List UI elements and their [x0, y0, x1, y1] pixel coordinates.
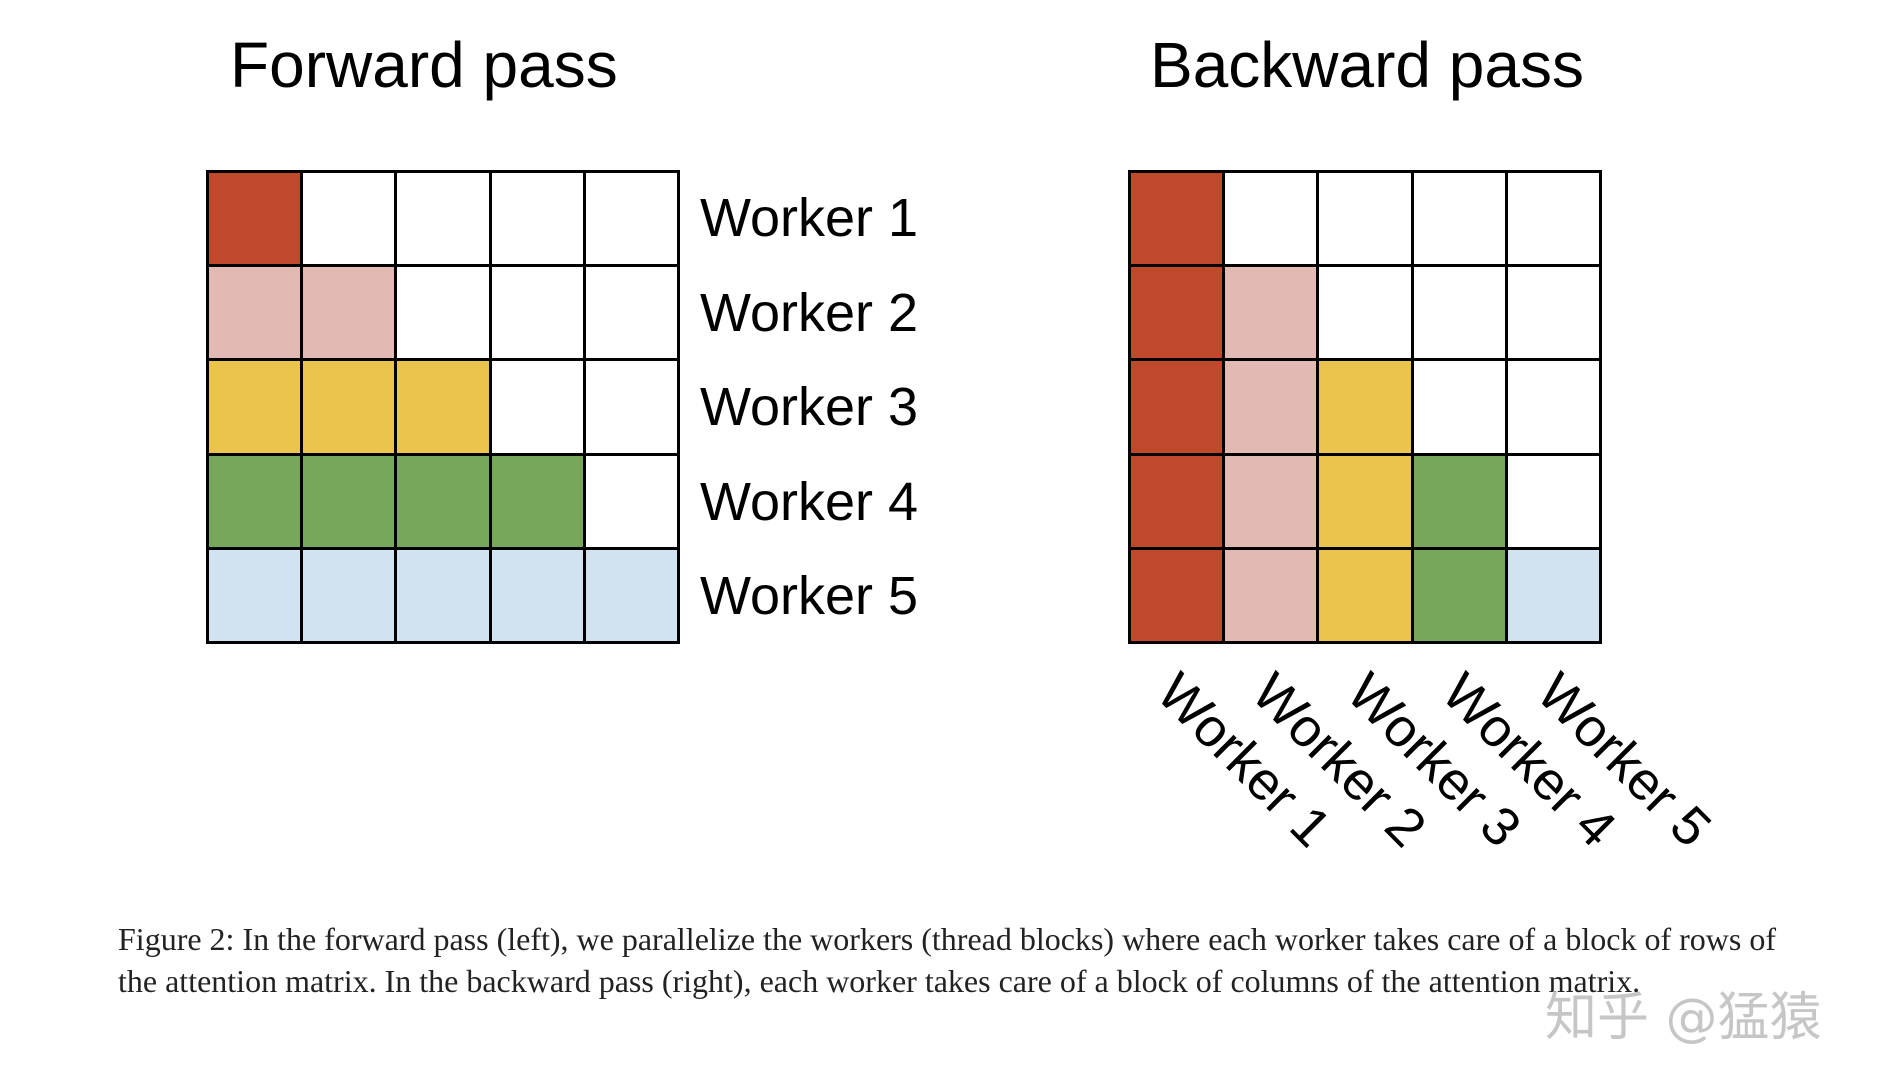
forward-cell-r5-c5 [585, 549, 677, 641]
forward-cell-r3-c1 [209, 361, 301, 453]
figure-caption: Figure 2: In the forward pass (left), we… [118, 921, 1776, 999]
forward-row-label-worker-1: Worker 1 [700, 188, 919, 248]
backward-cell-r5-c5 [1507, 549, 1599, 641]
backward-cell-r3-c5 [1507, 361, 1599, 453]
backward-cell-r1-c1 [1131, 173, 1223, 265]
backward-pass-title: Backward pass [1150, 29, 1584, 101]
forward-cell-r4-c2 [303, 455, 395, 547]
forward-cell-r2-c5 [585, 267, 677, 359]
backward-cell-r4-c2 [1225, 455, 1317, 547]
forward-row-label-worker-2: Worker 2 [700, 283, 919, 343]
backward-cell-r1-c4 [1413, 173, 1505, 265]
backward-cell-r1-c2 [1225, 173, 1317, 265]
forward-cell-r1-c5 [585, 173, 677, 265]
backward-cell-r4-c4 [1413, 455, 1505, 547]
forward-cell-r3-c4 [491, 361, 583, 453]
forward-cell-r2-c3 [397, 267, 489, 359]
forward-cell-r2-c4 [491, 267, 583, 359]
forward-cell-r3-c5 [585, 361, 677, 453]
forward-cell-r3-c2 [303, 361, 395, 453]
backward-cell-r1-c5 [1507, 173, 1599, 265]
forward-cell-r4-c5 [585, 455, 677, 547]
backward-cell-r2-c4 [1413, 267, 1505, 359]
forward-cell-r5-c4 [491, 549, 583, 641]
backward-cell-r2-c2 [1225, 267, 1317, 359]
forward-row-label-worker-5: Worker 5 [700, 566, 919, 626]
forward-cell-r4-c4 [491, 455, 583, 547]
forward-cell-r1-c4 [491, 173, 583, 265]
forward-cell-r2-c1 [209, 267, 301, 359]
forward-cell-r4-c1 [209, 455, 301, 547]
forward-cell-r4-c3 [397, 455, 489, 547]
backward-cell-r1-c3 [1319, 173, 1411, 265]
backward-cell-r3-c3 [1319, 361, 1411, 453]
forward-cell-r2-c2 [303, 267, 395, 359]
forward-cell-r1-c1 [209, 173, 301, 265]
backward-pass-matrix [1128, 170, 1602, 644]
forward-cell-r3-c3 [397, 361, 489, 453]
backward-cell-r2-c1 [1131, 267, 1223, 359]
forward-cell-r5-c1 [209, 549, 301, 641]
backward-cell-r5-c1 [1131, 549, 1223, 641]
backward-cell-r3-c1 [1131, 361, 1223, 453]
forward-row-label-worker-3: Worker 3 [700, 377, 919, 437]
backward-cell-r3-c4 [1413, 361, 1505, 453]
forward-pass-matrix [206, 170, 680, 644]
watermark: 知乎 @猛猿 [1545, 988, 1822, 1048]
forward-cell-r5-c3 [397, 549, 489, 641]
forward-cell-r5-c2 [303, 549, 395, 641]
forward-cell-r1-c3 [397, 173, 489, 265]
backward-cell-r4-c5 [1507, 455, 1599, 547]
backward-cell-r5-c2 [1225, 549, 1317, 641]
backward-cell-r3-c2 [1225, 361, 1317, 453]
forward-pass-title: Forward pass [230, 29, 618, 101]
backward-cell-r4-c1 [1131, 455, 1223, 547]
backward-cell-r4-c3 [1319, 455, 1411, 547]
forward-row-label-worker-4: Worker 4 [700, 472, 919, 532]
backward-cell-r5-c4 [1413, 549, 1505, 641]
backward-cell-r2-c3 [1319, 267, 1411, 359]
backward-cell-r2-c5 [1507, 267, 1599, 359]
backward-cell-r5-c3 [1319, 549, 1411, 641]
forward-cell-r1-c2 [303, 173, 395, 265]
